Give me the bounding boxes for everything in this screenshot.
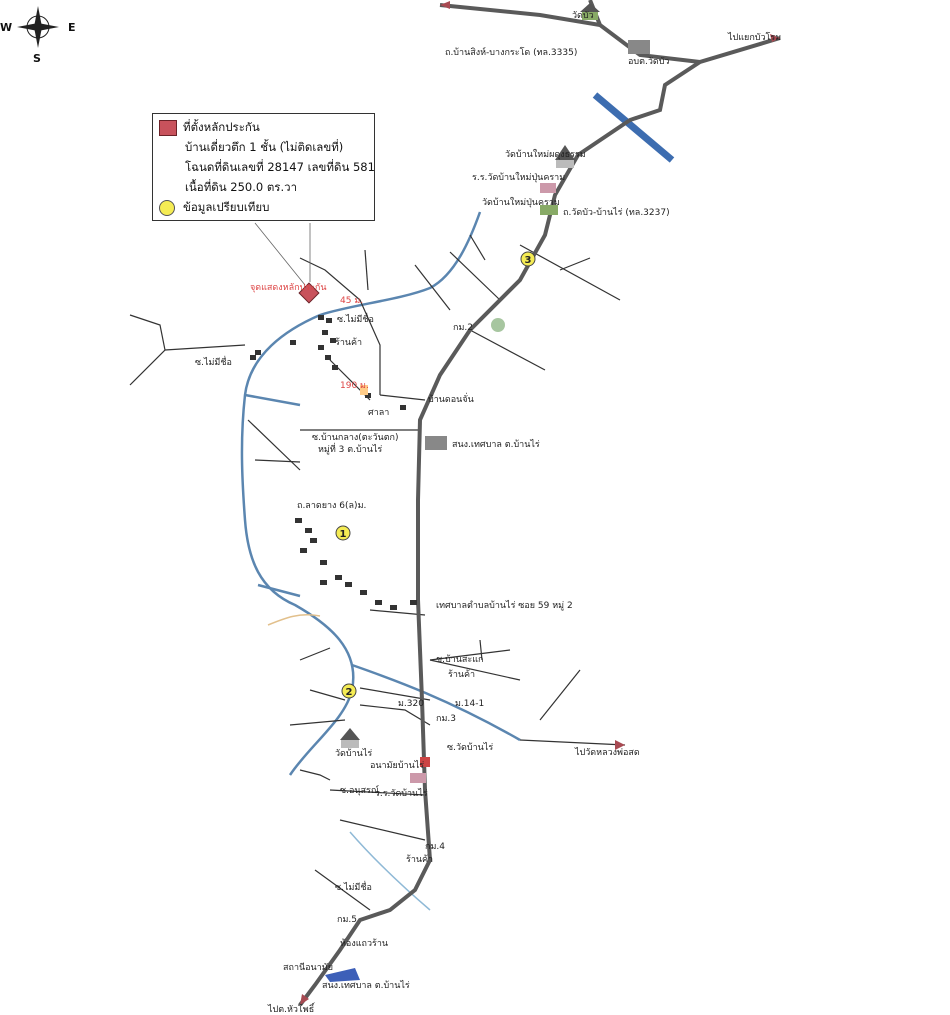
soi-noraj-label: ซ.อนุสรณ์	[340, 784, 379, 796]
wat-banrai-label: วัดบ้านไร่	[335, 748, 372, 759]
compass-east: E	[68, 21, 76, 34]
legend-comparison-row: ข้อมูลเปรียบเทียบ	[159, 198, 368, 218]
soi-59-label: เทศบาลตำบลบ้านไร่ ซอย 59 หมู่ 2	[436, 600, 573, 611]
b141-label: ม.14-1	[455, 699, 484, 709]
collateral-tag-label: จุดแสดงหลักประกัน	[250, 283, 327, 293]
marker-1-label: 1	[340, 529, 347, 540]
collateral-marker[interactable]	[298, 282, 320, 304]
school-banrai-label: ร.ร.วัดบ้านไร่	[375, 788, 428, 799]
sathani-label: สถานีอนามัย	[283, 962, 333, 973]
shop3-label: ร้านค้า	[406, 854, 433, 865]
temple-icon	[340, 3, 600, 748]
legend-collateral-row: ที่ตั้งหลักประกัน	[159, 118, 368, 138]
shop2-label: ร้านค้า	[448, 669, 475, 680]
compass-west: W	[0, 21, 12, 34]
soi-bankhlang-label: ซ.บ้านกลาง(ตะวันตก)	[312, 432, 399, 443]
compass-south: S	[33, 52, 41, 65]
moo3-label: หมู่ที่ 3 ต.บ้านไร่	[318, 442, 382, 455]
office-icon	[360, 40, 650, 767]
km2-label: กม.2	[453, 323, 473, 333]
temple-label: วัดบัว	[572, 11, 594, 21]
legend-box: ที่ตั้งหลักประกัน บ้านเดี่ยวตึก 1 ชั้น (…	[152, 113, 375, 221]
hongkwan-label: ห้องแถวร้าน	[340, 938, 388, 949]
km4-label: กม.4	[425, 842, 445, 852]
to-south-label: ไปต.หัวโพธิ์	[267, 1002, 316, 1015]
b320-label: ม.320	[398, 699, 424, 709]
sala-label: ศาลา	[368, 408, 389, 418]
anamai-label: อนามัยบ้านไร่	[370, 760, 424, 771]
comparison-marker-3[interactable]: 3	[520, 251, 536, 267]
soi-wat-label: ซ.วัดบ้านไร่	[447, 742, 493, 753]
distance-190-label: 190 ม.	[340, 381, 369, 391]
shop-label: ร้านค้า	[335, 337, 362, 348]
sanakngan-label: สนง.เทศบาล ต.บ้านไร่	[322, 980, 410, 991]
house-icon	[250, 315, 417, 610]
temple-3-label: วัดบ้านใหม่ผดุงธรรม	[505, 149, 586, 160]
legend-line4: เนื้อที่ดิน 250.0 ตร.วา	[185, 180, 298, 194]
comparison-marker-1[interactable]: 1	[335, 525, 351, 541]
soi-maiyue2-label: ซ.ไม่มีชื่อ	[337, 312, 374, 325]
tree-icon	[491, 318, 505, 332]
legend-comparison-label: ข้อมูลเปรียบเทียบ	[183, 200, 270, 214]
legend-line3: โฉนดที่ดินเลขที่ 28147 เลขที่ดิน 581	[185, 160, 375, 174]
arrow-icon	[300, 1, 780, 1005]
canal	[592, 92, 675, 163]
legend-line2: บ้านเดี่ยวตึก 1 ชั้น (ไม่ติดเลขที่)	[185, 140, 344, 154]
marker-2-label: 2	[346, 687, 353, 698]
road-3237-label: ถ.วัดบัว-บ้านไร่ (ทล.3237)	[563, 207, 670, 218]
km5-label: กม.5	[337, 915, 357, 925]
aobt-label: อบต.วัดบัว	[628, 57, 670, 67]
bannongjan-label: บ้านดอนจั่น	[428, 392, 474, 405]
distance-45-label: 45 ม.	[340, 296, 363, 306]
km3-label: กม.3	[436, 714, 456, 724]
soi-maiyue-label: ซ.ไม่มีชื่อ	[195, 355, 232, 368]
stream	[349, 831, 431, 911]
school-1-label: ร.ร.วัดบ้านใหม่ปุ่นคราม	[472, 172, 565, 183]
road-3335-label: ถ.บ้านสิงห์-บางกระโด (ทล.3335)	[445, 46, 577, 58]
legend-collateral-label: ที่ตั้งหลักประกัน	[183, 120, 260, 134]
school-icon	[410, 183, 556, 783]
comparison-dot-icon	[159, 200, 175, 216]
river	[240, 211, 521, 776]
soi-mai-label: ซ.ไม่มีชื่อ	[335, 880, 372, 893]
compass-icon: W E S	[0, 6, 76, 65]
cho-nak-label: ช.บ้านสะแก	[436, 654, 483, 665]
comparison-marker-2[interactable]: 2	[341, 683, 357, 699]
to-east-label: ไปวัดหลวงพ่อสด	[574, 747, 640, 758]
stream-sand	[267, 613, 321, 626]
minor-roads	[129, 234, 626, 911]
to-north-label: ไปแยกบัวโรม	[727, 32, 781, 43]
collateral-swatch-icon	[159, 120, 177, 136]
marker-3-label: 3	[525, 255, 532, 266]
office-building-blue	[325, 968, 360, 982]
health-center-label: สนง.เทศบาล ต.บ้านไร่	[452, 439, 540, 450]
soi-lamaueng-label: ถ.ลาดยาง 6(ล)ม.	[297, 501, 366, 511]
temple-2-label: วัดบ้านใหม่ปุ่นคราม	[482, 197, 560, 208]
